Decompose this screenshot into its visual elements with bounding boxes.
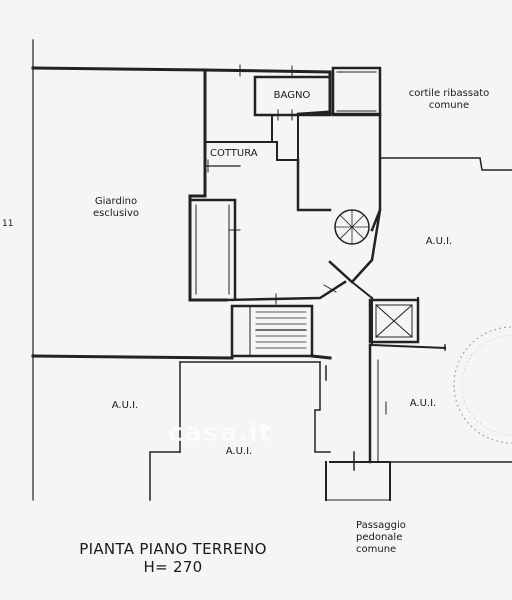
giardino-line-2: esclusivo: [92, 208, 139, 219]
plan-title-line-1: PIANTA PIANO TERRENO: [79, 540, 267, 558]
giardino-line-1: Giardino: [94, 196, 138, 207]
watermark-logo: casa.it: [168, 418, 273, 448]
margin-number: 11: [2, 219, 14, 229]
room-label-aui-center-lower: A.U.I.: [225, 446, 253, 457]
garden-top-wall: [31, 66, 207, 72]
ground-level-separator: [31, 354, 234, 360]
plan-title-line-2: H= 270: [143, 558, 203, 576]
cortile-line-1: cortile ribassato: [408, 88, 490, 99]
passaggio-line-1: Passaggio: [356, 520, 406, 531]
room-label-aui-right-upper: A.U.I.: [425, 236, 453, 247]
passaggio-line-3: comune: [356, 544, 397, 555]
cortile-line-2: comune: [428, 100, 470, 111]
room-label-passaggio: Passaggio pedonale comune: [356, 520, 406, 556]
room-label-aui-right-lower: A.U.I.: [409, 398, 437, 409]
room-label-cottura: COTTURA: [210, 148, 258, 159]
room-label-cortile: cortile ribassato comune: [394, 88, 504, 112]
room-label-giardino: Giardino esclusivo: [76, 196, 156, 220]
passaggio-line-2: pedonale: [356, 532, 403, 543]
room-label-aui-left-lower: A.U.I.: [111, 400, 139, 411]
room-label-bagno: BAGNO: [273, 90, 311, 101]
closet-room-outline: [331, 66, 382, 117]
apartment-left-wall-lower: [188, 140, 228, 302]
stairwell-outline: [230, 304, 314, 358]
bedroom-right-wall: [296, 112, 382, 232]
plan-title: PIANTA PIANO TERRENO H= 270: [58, 540, 288, 576]
stamp-seal: [453, 326, 512, 444]
